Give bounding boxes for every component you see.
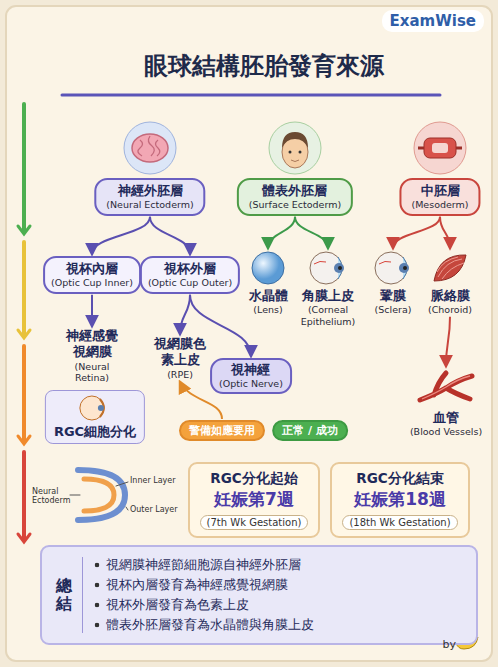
icon-holder xyxy=(370,250,416,286)
node-text: (Optic Cup Inner) xyxy=(51,277,133,288)
node-text: 水晶體 xyxy=(242,288,294,304)
structure-item: 角膜上皮(Corneal Epithelium) xyxy=(296,250,360,327)
node-text: 中胚層 xyxy=(411,183,468,199)
node-text: (Blood Vessels) xyxy=(401,426,491,437)
retina-eye-icon xyxy=(78,394,112,422)
stage-box: RGC分化結束妊娠第18週 (18th Wk Gestation) xyxy=(330,462,470,538)
node-text: 視網膜神經節細胞源自神經外胚層 xyxy=(94,555,466,575)
divider xyxy=(82,557,83,633)
node-text: 體表外胚層 xyxy=(249,183,341,199)
germ-layer-pill: 神經外胚層(Neural Ectoderm) xyxy=(94,178,205,216)
node-text: (Neural Ectoderm) xyxy=(106,199,193,210)
icon-holder xyxy=(296,250,360,286)
node-text: (Neural Retina) xyxy=(63,361,121,384)
node-text: 視杯外層發育為色素上皮 xyxy=(94,595,466,615)
optic-cup-drawing xyxy=(70,470,128,520)
connector-arrow xyxy=(393,217,440,248)
node-text: 視神經 xyxy=(219,362,283,378)
structure-item: 脈絡膜(Choroid) xyxy=(422,250,478,316)
node-text: 鞏膜 xyxy=(370,288,416,304)
stage-box: RGC分化起始妊娠第7週 (7th Wk Gestation) xyxy=(188,462,320,538)
structure-item: 視網膜色素上皮(RPE) xyxy=(151,336,209,380)
optic-cup-pill: 視杯內層(Optic Cup Inner) xyxy=(43,256,141,294)
watermark: by xyxy=(443,639,457,652)
node-text: 正常 / 成功 xyxy=(282,423,338,438)
brand-logo: ExamWise xyxy=(382,10,484,32)
connector-arrow xyxy=(446,317,450,366)
rgc-box: RGC細胞分化 xyxy=(45,390,145,444)
germ-layer-pill: 體表外胚層(Surface Ectoderm) xyxy=(237,178,353,216)
status-pill: 警備如應要用 xyxy=(179,420,265,441)
connector-arrow xyxy=(91,295,93,326)
node-text: (Corneal Epithelium) xyxy=(296,304,360,327)
summary-box: 總結 視網膜神經節細胞源自神經外胚層視杯內層發育為神經感覺視網膜視杯外層發育為色素… xyxy=(40,545,478,645)
node-text: RGC分化起始 xyxy=(194,470,314,488)
connector-arrow xyxy=(92,217,150,254)
node-text: (Choroid) xyxy=(422,304,478,315)
node-text: (Optic Nerve) xyxy=(219,378,283,389)
node-text: 妊娠第18週 xyxy=(336,488,464,512)
node-text: 視杯外層 xyxy=(148,261,232,277)
node-text: (Mesoderm) xyxy=(411,199,468,210)
icon-holder xyxy=(54,394,136,422)
connector-arrow xyxy=(295,217,328,248)
structure-item: 鞏膜(Sclera) xyxy=(370,250,416,316)
face-icon xyxy=(269,122,321,174)
node-text: (18th Wk Gestation) xyxy=(342,515,457,530)
mesoderm-icon xyxy=(414,122,466,174)
brain-icon xyxy=(124,122,176,174)
connector-arrow xyxy=(150,217,190,254)
muscle-icon xyxy=(430,250,470,286)
node-text: 神經感覺視網膜 xyxy=(63,328,121,361)
lens-icon xyxy=(250,250,286,286)
node-text: 脈絡膜 xyxy=(422,288,478,304)
frame xyxy=(6,6,492,661)
node-text: 視杯內層發育為神經感覺視網膜 xyxy=(94,575,466,595)
part-label: Outer Layer xyxy=(130,505,178,514)
node-text: 視杯內層 xyxy=(51,261,133,277)
node-text: RGC分化結束 xyxy=(336,470,464,488)
status-pill: 正常 / 成功 xyxy=(272,420,348,441)
node-text: (7th Wk Gestation) xyxy=(200,515,309,530)
node-text: 神經外胚層 xyxy=(106,183,193,199)
part-label: Inner Layer xyxy=(130,476,176,485)
germ-layer-pill: 中胚層(Mesoderm) xyxy=(399,178,480,216)
node-text: RGC細胞分化 xyxy=(54,424,136,440)
connector-arrow xyxy=(268,217,295,248)
node-text: 警備如應要用 xyxy=(189,423,255,438)
connector-arrow xyxy=(440,217,450,248)
node-text: (Sclera) xyxy=(370,304,416,315)
optic-nerve-pill: 視神經(Optic Nerve) xyxy=(210,358,292,394)
structure-item: 神經感覺視網膜(Neural Retina) xyxy=(63,328,121,383)
node-text: 血管 xyxy=(401,410,491,426)
node-text: 體表外胚層發育為水晶體與角膜上皮 xyxy=(94,615,466,635)
node-text: 妊娠第7週 xyxy=(194,488,314,512)
eye-icon xyxy=(373,250,413,286)
structure-item: 水晶體(Lens) xyxy=(242,250,294,316)
connector-arrow xyxy=(180,295,190,334)
title: 眼球結構胚胎發育來源 xyxy=(30,50,498,82)
node-text: (Optic Cup Outer) xyxy=(148,277,232,288)
node-text: (Surface Ectoderm) xyxy=(249,199,341,210)
node-text: (RPE) xyxy=(151,369,209,380)
node-text: 視網膜色素上皮 xyxy=(151,336,209,369)
timeline xyxy=(18,104,30,542)
vessel-icon xyxy=(416,368,476,408)
icon-holder xyxy=(401,368,491,408)
node-text: (Lens) xyxy=(242,304,294,315)
icon-holder xyxy=(242,250,294,286)
optic-cup-pill: 視杯外層(Optic Cup Outer) xyxy=(140,256,240,294)
structure-item: 血管(Blood Vessels) xyxy=(401,368,491,438)
eye-icon xyxy=(308,250,348,286)
node-text: 角膜上皮 xyxy=(296,288,360,304)
node-text: 總結 xyxy=(56,577,72,612)
part-label: Neural Ectoderm xyxy=(32,487,72,505)
icon-holder xyxy=(422,250,478,286)
